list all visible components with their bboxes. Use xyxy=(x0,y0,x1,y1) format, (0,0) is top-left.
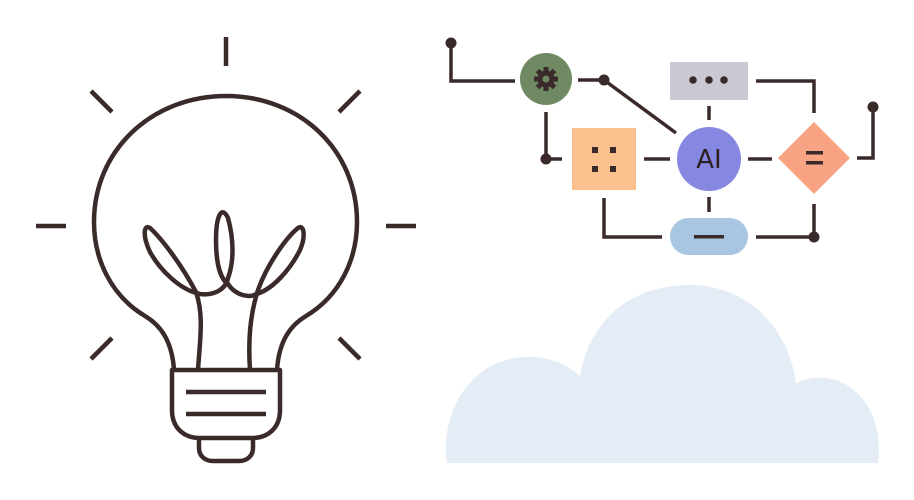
ai-label: AI xyxy=(696,145,721,175)
ellipsis-icon xyxy=(689,76,728,84)
lightbulb-icon xyxy=(36,37,416,464)
bulb-base xyxy=(169,367,283,441)
minus-icon xyxy=(694,235,724,239)
equals-icon xyxy=(806,151,823,165)
equals-node xyxy=(778,122,850,194)
ai-node: AI xyxy=(677,127,741,191)
light-rays xyxy=(36,37,416,361)
four-dots-icon xyxy=(592,147,616,172)
bulb-glass xyxy=(91,93,360,371)
connector-dots xyxy=(445,37,879,243)
minus-node xyxy=(670,218,748,255)
filament xyxy=(142,210,306,371)
ellipsis-node xyxy=(670,62,748,100)
gear-icon xyxy=(534,67,558,91)
bulb-tip xyxy=(196,440,256,464)
gear-node xyxy=(520,53,572,105)
cloud-shape xyxy=(445,285,879,463)
grid-node xyxy=(572,128,636,190)
